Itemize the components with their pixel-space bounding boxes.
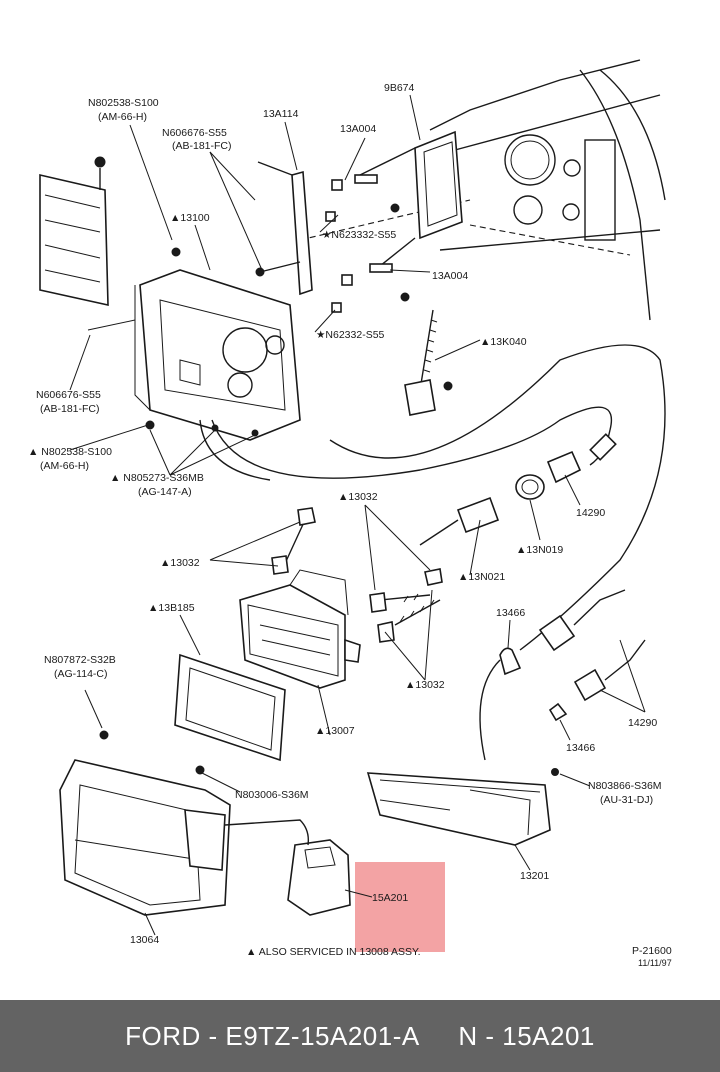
- label-am-66-h-left: (AM-66-H): [40, 460, 89, 472]
- bulbs-13466: [479, 647, 568, 761]
- label-13a114: 13A114: [263, 108, 299, 120]
- label-13466-bottom: 13466: [566, 742, 595, 754]
- label-ag-147-a: (AG-147-A): [138, 486, 192, 498]
- label-13a004-mid: 13A004: [432, 270, 468, 282]
- label-13064: 13064: [130, 934, 159, 946]
- aftermarket-part-number: N - 15A201: [458, 1020, 595, 1051]
- label-n803006-s36m: N803006-S36M: [235, 789, 309, 801]
- label-13n019: ▲13N019: [516, 544, 563, 556]
- label-9b674: 9B674: [384, 82, 415, 94]
- oem-part-number: FORD - E9TZ-15A201-A: [125, 1020, 420, 1051]
- label-14290-bottom: 14290: [628, 717, 657, 729]
- note-also-serviced: ▲ ALSO SERVICED IN 13008 ASSY.: [246, 946, 421, 958]
- label-n606676-s55-top: N606676-S55: [162, 127, 227, 139]
- label-n805273-s36mb: ▲ N805273-S36MB: [110, 472, 204, 484]
- label-13032-bottom: ▲13032: [405, 679, 445, 691]
- headlamp-mounting-bracket: [87, 247, 301, 441]
- label-13201: 13201: [520, 870, 549, 882]
- adjuster-13k040: [404, 309, 453, 416]
- screws-13032: [271, 507, 443, 643]
- label-14290-top: 14290: [576, 507, 605, 519]
- banner-spacer: [420, 1021, 459, 1052]
- label-n802538-s100-left: ▲ N802538-S100: [28, 446, 112, 458]
- label-ag-114-c: (AG-114-C): [54, 668, 107, 680]
- drawing-number: P-21600: [632, 945, 672, 957]
- label-13a004-top: 13A004: [340, 123, 376, 135]
- side-lamp-13201: [366, 768, 559, 846]
- lamp-9b674: [359, 130, 463, 302]
- sockets-13n019-13n021: [419, 474, 545, 546]
- part-number-banner: FORD - E9TZ-15A201-A N - 15A201: [0, 1000, 720, 1072]
- label-13100: ▲13100: [170, 212, 210, 224]
- label-n62332-s55: ★N62332-S55: [316, 329, 385, 341]
- label-am-66-h-top: (AM-66-H): [98, 111, 147, 123]
- highlight-box: [355, 862, 445, 952]
- label-13k040: ▲13K040: [480, 336, 527, 348]
- gasket-13b185: [174, 653, 286, 762]
- headlamp-bezel-13064: [59, 730, 231, 916]
- body-panel: [299, 59, 666, 321]
- exploded-parts-diagram: N802538-S100 (AM-66-H) 13A114 9B674 N606…: [28, 59, 672, 968]
- drawing-date: 11/11/97: [638, 958, 672, 968]
- label-13466-top: 13466: [496, 607, 525, 619]
- label-13n021: ▲13N021: [458, 571, 505, 583]
- headlamp-13007: [239, 569, 361, 689]
- pigtails-14290: [538, 589, 646, 702]
- lens-15a201: [224, 819, 351, 916]
- label-ab-181-fc-top: (AB-181-FC): [172, 140, 232, 152]
- label-13b185: ▲13B185: [148, 602, 195, 614]
- grille-panel: [39, 156, 109, 307]
- label-13032-left: ▲13032: [160, 557, 200, 569]
- label-n623332-s55-top: ★N623332-S55: [322, 229, 396, 241]
- label-n606676-s55-left: N606676-S55: [36, 389, 101, 401]
- wiring-harness: [199, 344, 666, 651]
- callout-labels: N802538-S100 (AM-66-H) 13A114 9B674 N606…: [28, 82, 672, 968]
- leader-lines: [69, 94, 646, 936]
- label-13032-top: ▲13032: [338, 491, 378, 503]
- label-n802538-s100-top: N802538-S100: [88, 97, 159, 109]
- label-au-31-dj: (AU-31-DJ): [600, 794, 653, 806]
- label-ab-181-fc-left: (AB-181-FC): [40, 403, 100, 415]
- label-n803866-s36m: N803866-S36M: [588, 780, 662, 792]
- bracket-13a114: [255, 161, 313, 296]
- label-13007: ▲13007: [315, 725, 355, 737]
- clips-n623332: [325, 174, 393, 313]
- label-n807872-s32b: N807872-S32B: [44, 654, 116, 666]
- label-15a201: 15A201: [372, 892, 408, 904]
